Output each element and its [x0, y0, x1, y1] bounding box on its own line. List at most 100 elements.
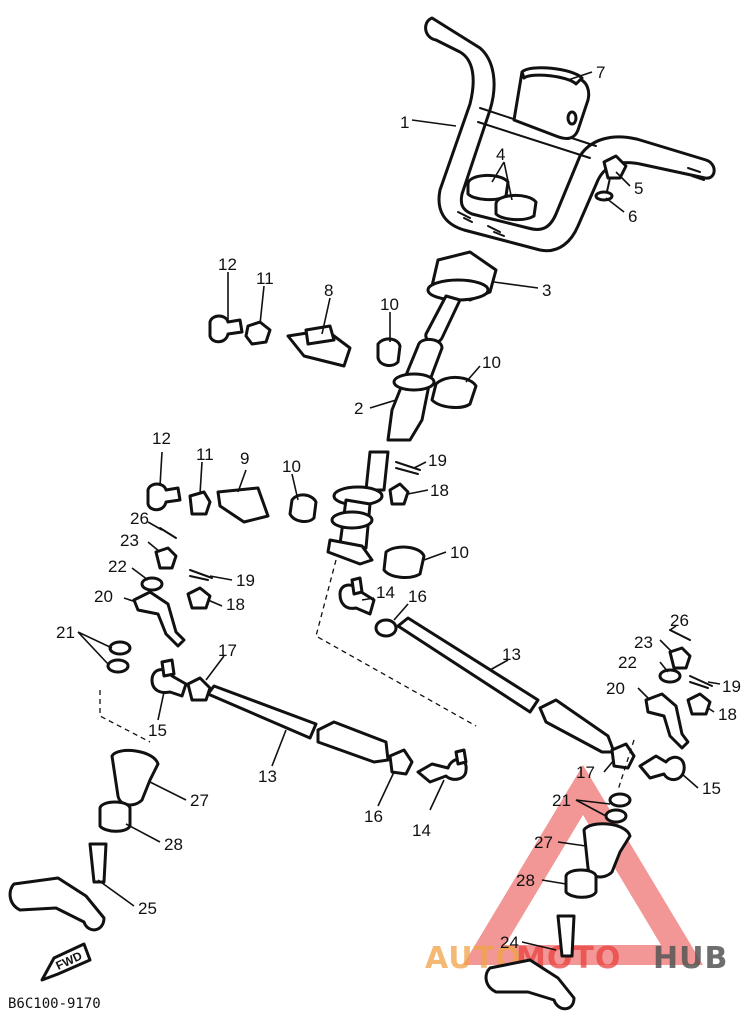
callout-18a: 18	[430, 481, 449, 500]
callout-11a: 11	[256, 269, 274, 288]
left-tie-rod-end-lower	[416, 748, 468, 784]
fwd-arrow: FWD	[40, 942, 92, 982]
callout-12a: 12	[218, 255, 237, 274]
callout-1: 1	[400, 113, 409, 132]
callout-21a: 21	[56, 623, 75, 642]
tie-rod-end-center	[338, 576, 376, 616]
tie-rod-left	[206, 684, 390, 764]
callout-14b: 14	[412, 821, 431, 840]
alignment-line-center	[315, 559, 477, 727]
callout-labels: 1 4 7 5 6 3 12 11 8 10 10 2 12 11 9 10 1…	[56, 63, 741, 952]
right-washers-21	[604, 792, 632, 824]
callout-26b: 26	[670, 611, 689, 630]
left-pin-26	[159, 527, 177, 539]
left-nut-lower	[388, 748, 414, 776]
callout-20a: 20	[94, 587, 113, 606]
handlebar-holders	[466, 174, 538, 222]
shaft-holder-upper	[286, 324, 352, 368]
callout-17a: 17	[218, 641, 237, 660]
callout-6: 6	[628, 207, 637, 226]
tie-rod-right	[374, 616, 616, 754]
bushing-upper-left	[376, 337, 402, 367]
callout-19c: 19	[722, 677, 741, 696]
callout-13b: 13	[502, 645, 521, 664]
callout-22a: 22	[108, 557, 127, 576]
left-lock-nut	[186, 676, 212, 702]
left-knuckle-arm	[132, 590, 186, 648]
left-tie-rod-end	[150, 658, 188, 698]
right-tie-rod-end-15	[638, 754, 686, 781]
callout-27b: 27	[534, 833, 553, 852]
callout-3: 3	[542, 281, 551, 300]
right-bushing-28	[564, 868, 598, 899]
callout-14a: 14	[376, 583, 395, 602]
callout-9: 9	[240, 449, 249, 468]
callout-19a: 19	[428, 451, 447, 470]
callout-2: 2	[354, 399, 363, 418]
right-knuckle-arm	[644, 692, 690, 750]
bolt-upper	[208, 314, 244, 344]
callout-10c: 10	[282, 457, 301, 476]
left-bushing-28	[98, 800, 132, 833]
shaft-holder-lower	[216, 486, 270, 524]
right-lock-nut-17	[610, 742, 636, 770]
callout-25: 25	[138, 899, 157, 918]
right-pin-26	[669, 629, 691, 641]
left-knuckle-25	[8, 842, 108, 932]
callout-20b: 20	[606, 679, 625, 698]
left-nut-18	[186, 586, 212, 610]
nut-lower	[188, 490, 212, 516]
callout-12b: 12	[152, 429, 171, 448]
alignment-line-left	[99, 690, 151, 743]
right-nut-18	[686, 692, 712, 716]
left-cotter-19	[189, 569, 213, 581]
steering-shaft	[326, 338, 444, 566]
callout-7: 7	[596, 63, 605, 82]
watermark-hub: HUB	[653, 941, 728, 976]
right-cotter-19	[689, 675, 713, 689]
right-nut-23	[668, 646, 692, 670]
bolt-lower	[146, 482, 182, 512]
right-washer-22	[658, 668, 682, 684]
left-washers-21	[106, 640, 132, 674]
callout-23a: 23	[120, 531, 139, 550]
callout-4: 4	[496, 145, 505, 164]
handlebar	[424, 16, 716, 253]
callout-28a: 28	[164, 835, 183, 854]
left-nut-23	[154, 546, 178, 570]
callout-18b: 18	[226, 595, 245, 614]
callout-28b: 28	[516, 871, 535, 890]
callout-15b: 15	[702, 779, 721, 798]
shaft-cotter-pin	[388, 461, 421, 506]
callout-19b: 19	[236, 571, 255, 590]
callout-5: 5	[634, 179, 643, 198]
callout-17b: 17	[576, 763, 595, 782]
callout-11b: 11	[196, 445, 214, 464]
handlebar-bolt	[594, 154, 628, 202]
upper-bracket	[424, 250, 498, 344]
callout-27a: 27	[190, 791, 209, 810]
left-dust-cover	[110, 748, 160, 807]
callout-22b: 22	[618, 653, 637, 672]
callout-10a: 10	[380, 295, 399, 314]
callout-8: 8	[324, 281, 333, 300]
callout-23b: 23	[634, 633, 653, 652]
handlebar-pad	[512, 66, 591, 140]
callout-16a: 16	[408, 587, 427, 606]
callout-15a: 15	[148, 721, 167, 740]
callout-24: 24	[500, 933, 519, 952]
callout-10b: 10	[482, 353, 501, 372]
callout-21b: 21	[552, 791, 571, 810]
bushing-upper-right	[430, 376, 478, 409]
left-washer-22	[140, 576, 164, 592]
callout-16b: 16	[364, 807, 383, 826]
nut-upper	[244, 320, 272, 346]
callout-26a: 26	[130, 509, 149, 528]
right-knuckle-24	[484, 914, 576, 1011]
leader-lines	[77, 71, 721, 951]
callout-13a: 13	[258, 767, 277, 786]
bushing-lower-right	[382, 545, 426, 579]
callout-18c: 18	[718, 705, 737, 724]
callout-10d: 10	[450, 543, 469, 562]
